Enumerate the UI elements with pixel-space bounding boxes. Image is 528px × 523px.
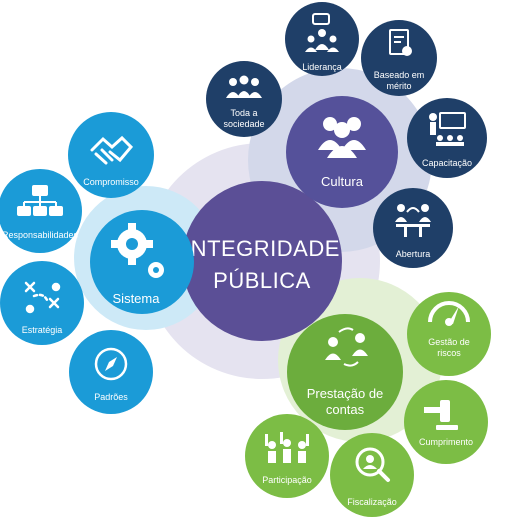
- node-padroes: Padrões: [69, 330, 153, 414]
- label-lideranca: Liderança: [302, 62, 342, 72]
- label-responsabilidades: Responsabilidades: [2, 230, 79, 240]
- training-icon: [429, 112, 466, 146]
- label-estrategia: Estratégia: [22, 325, 63, 335]
- label-cultura: Cultura: [321, 174, 364, 189]
- gavel-icon: [424, 400, 458, 430]
- node-capacitacao: Capacitação: [407, 98, 487, 178]
- hub-cultura: Cultura: [286, 96, 398, 208]
- leadership-icon: [305, 13, 339, 52]
- label-sociedade-2: sociedade: [223, 119, 264, 129]
- center-circle: [182, 181, 342, 341]
- node-abertura: Abertura: [373, 188, 453, 268]
- node-responsabilidades: Responsabilidades: [0, 169, 82, 253]
- label-merito-1: Baseado em: [374, 70, 425, 80]
- label-sistema: Sistema: [113, 291, 161, 306]
- magnifier-icon: [355, 447, 390, 482]
- node-merito: Baseado em mérito: [361, 20, 437, 96]
- label-prestacao-2: contas: [326, 402, 365, 417]
- node-fiscalizacao: Fiscalização: [330, 433, 414, 517]
- label-sociedade-1: Toda a: [230, 108, 257, 118]
- exchange-icon: [395, 204, 431, 237]
- org-chart-icon: [17, 185, 63, 216]
- node-toda-a-sociedade: Toda a sociedade: [206, 61, 282, 137]
- center-node: INTEGRIDADE PÚBLICA: [182, 181, 342, 341]
- label-riscos-1: Gestão de: [428, 337, 470, 347]
- label-capacitacao: Capacitação: [422, 158, 472, 168]
- label-participacao: Participação: [262, 475, 312, 485]
- label-prestacao-1: Prestação de: [307, 386, 384, 401]
- label-fiscalizacao: Fiscalização: [347, 497, 397, 507]
- people-icon: [226, 75, 262, 98]
- node-compromisso: Compromisso: [68, 112, 154, 198]
- gauge-icon: [428, 301, 470, 326]
- node-lideranca: Liderança: [285, 2, 359, 76]
- strategy-icon: [24, 281, 61, 314]
- group-icon: [318, 117, 366, 158]
- raised-hands-icon: [265, 432, 309, 463]
- label-merito-2: mérito: [386, 81, 411, 91]
- certificate-icon: [389, 29, 412, 56]
- center-title-line-2: PÚBLICA: [213, 268, 311, 293]
- hub-prestacao-de-contas: Prestação de contas: [287, 314, 403, 430]
- node-estrategia: Estratégia: [0, 261, 84, 345]
- compass-icon: [94, 347, 128, 381]
- label-compromisso: Compromisso: [83, 177, 139, 187]
- node-cumprimento: Cumprimento: [404, 380, 488, 464]
- label-padroes: Padrões: [94, 392, 128, 402]
- handshake-icon: [90, 135, 134, 165]
- label-abertura: Abertura: [396, 249, 431, 259]
- node-gestao-de-riscos: Gestão de riscos: [407, 292, 491, 376]
- accountability-icon: [325, 327, 368, 367]
- label-riscos-2: riscos: [437, 348, 461, 358]
- gear-icon: [111, 223, 164, 278]
- node-participacao: Participação: [245, 414, 329, 498]
- label-cumprimento: Cumprimento: [419, 437, 473, 447]
- center-title-line-1: INTEGRIDADE: [184, 236, 340, 261]
- hub-sistema: Sistema: [90, 210, 194, 314]
